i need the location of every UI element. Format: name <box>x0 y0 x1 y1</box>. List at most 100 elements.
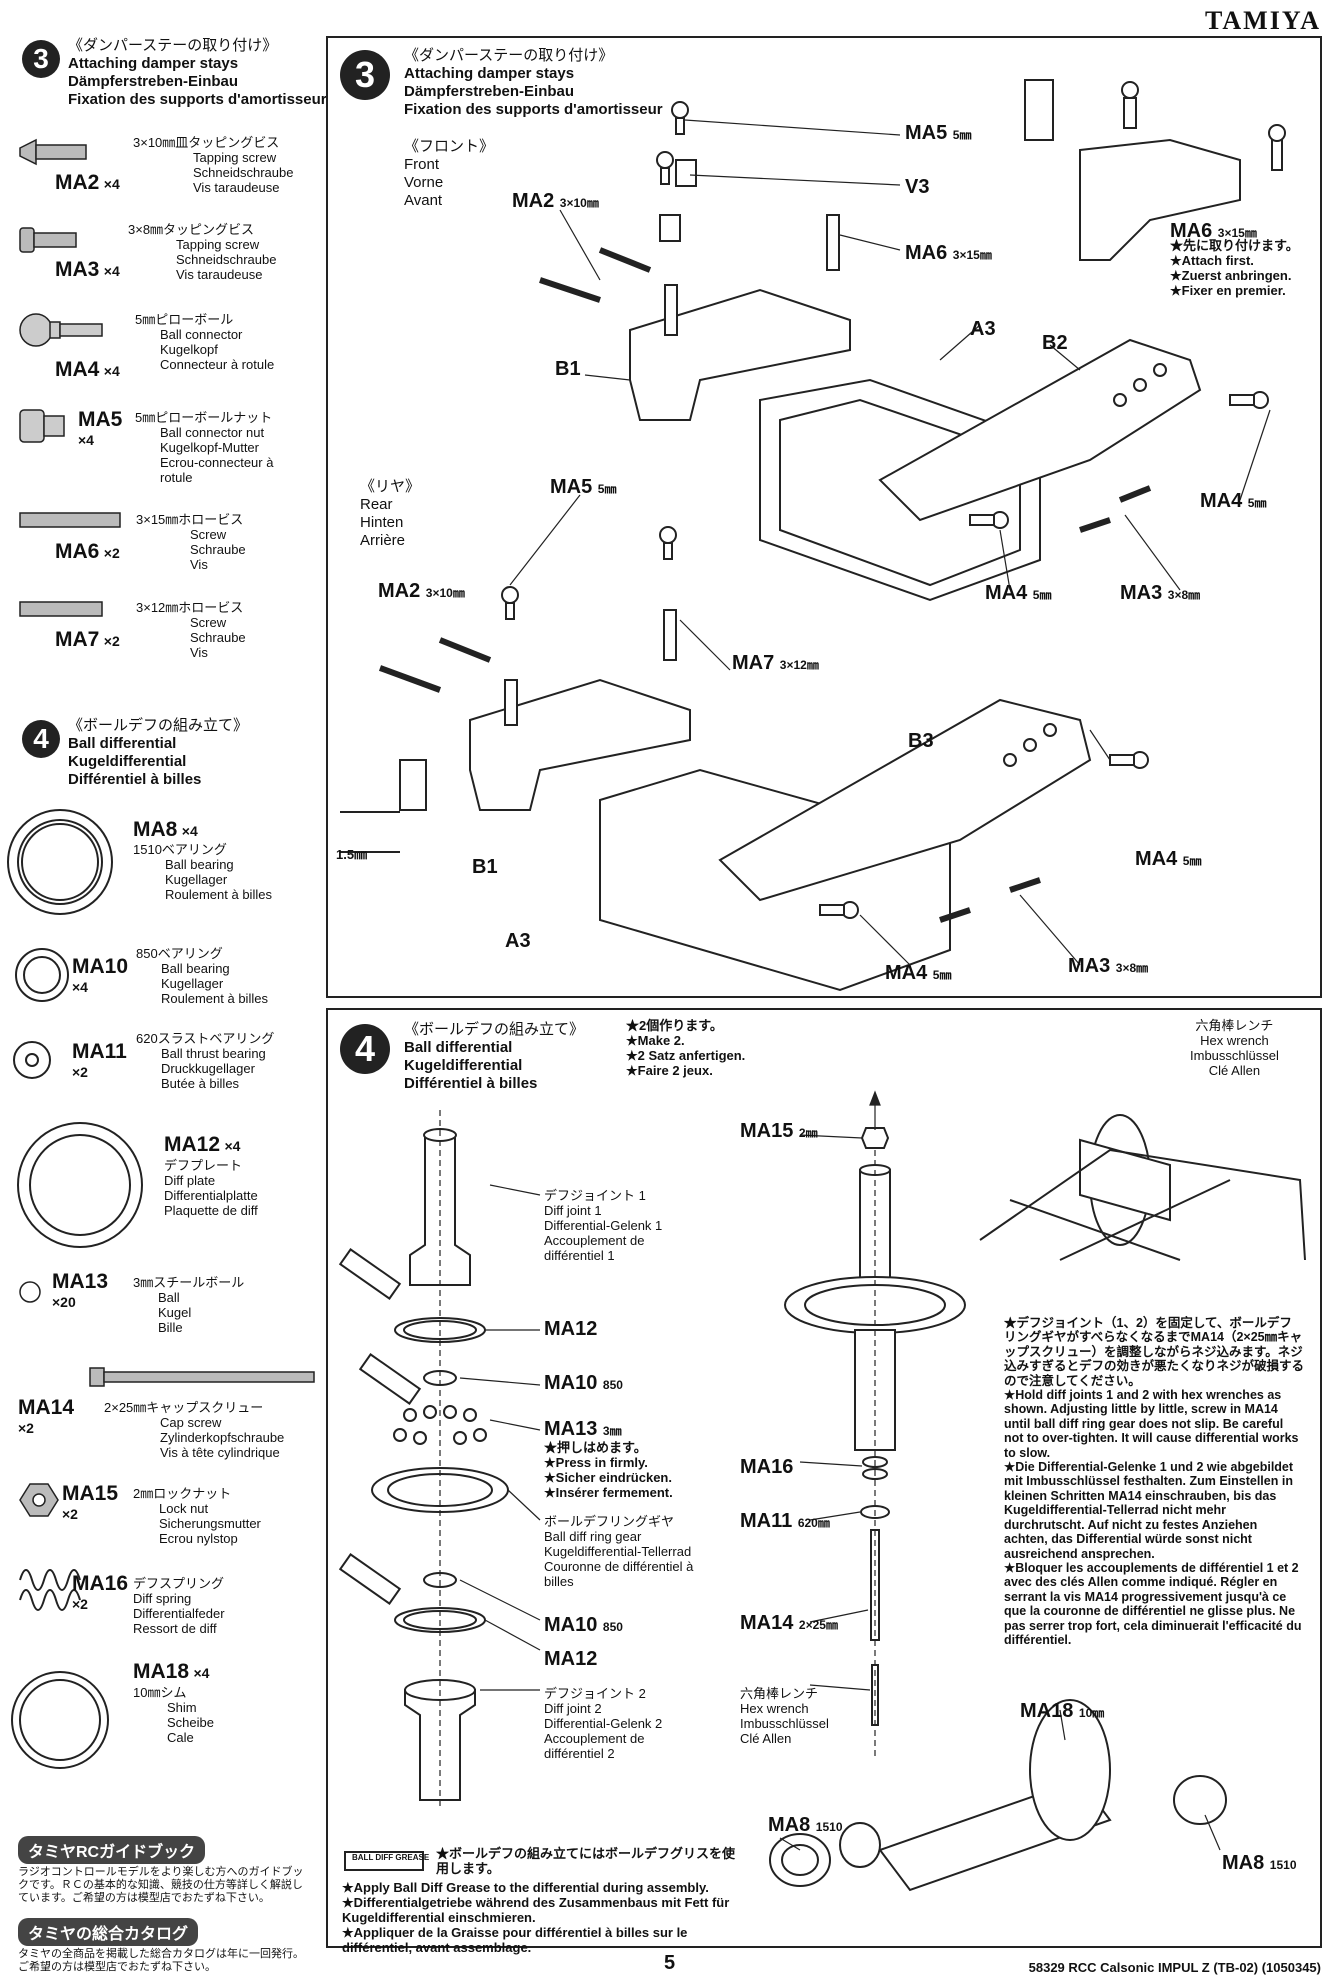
label-ma4-front-right: MA4 5㎜ <box>1200 490 1267 512</box>
label-ma12-lower: MA12 <box>544 1648 598 1670</box>
part-code-ma14: MA14×2 <box>18 1396 75 1436</box>
bearing-ma8-right <box>1173 1775 1227 1825</box>
sidebar-step4-title: 《ボールデフの組み立て》 Ball differential Kugeldiff… <box>68 717 249 788</box>
model-code: 58329 RCC Calsonic IMPUL Z (TB-02) (1050… <box>1028 1960 1321 1975</box>
part-desc-ma13: 3㎜スチールボール Ball Kugel Bille <box>133 1275 245 1335</box>
grease-tube-3 <box>338 1553 402 1605</box>
label-ma12-upper: MA12 <box>544 1318 598 1340</box>
bearing-1510-icon <box>7 809 113 915</box>
bearing-850-icon <box>15 948 69 1002</box>
step-number-badge: 4 <box>340 1024 390 1074</box>
panel3-title: 《ダンパーステーの取り付け》 Attaching damper stays Dä… <box>404 47 663 118</box>
damper-stay-b3 <box>718 698 1092 902</box>
brand-logo: TAMIYA <box>1204 6 1321 35</box>
title-en: Attaching damper stays <box>68 55 239 72</box>
part-desc-ma11: 620スラストベアリング Ball thrust bearing Druckku… <box>136 1031 275 1091</box>
label-b2: B2 <box>1042 332 1068 354</box>
step-number-badge: 3 <box>22 40 60 78</box>
rear-label: 《リヤ》 Rear Hinten Arrière <box>360 478 421 549</box>
part-code-ma4: MA4 ×4 <box>55 358 120 381</box>
diff-joint-2-label: デフジョイント 2 Diff joint 2 Differential-Gele… <box>544 1686 663 1761</box>
make-two-note: ★2個作ります。 ★Make 2. ★2 Satz anfertigen. ★F… <box>626 1018 746 1078</box>
front-damper-stay-b1 <box>629 288 851 421</box>
grease-note-translations: ★Apply Ball Diff Grease to the different… <box>342 1880 730 1955</box>
grease-tube-note <box>344 1851 424 1871</box>
diff-plate-icon <box>17 1122 143 1248</box>
label-ma4-rear: MA4 5㎜ <box>885 962 952 984</box>
label-ma14: MA14 2×25㎜ <box>740 1612 838 1634</box>
lock-nut-icon <box>19 1483 59 1517</box>
title-jp: 《ダンパーステーの取り付け》 <box>68 37 278 54</box>
part-code-ma7: MA7 ×2 <box>55 628 120 651</box>
part-desc-ma3: 3×8㎜タッピングビス Tapping screw Schneidschraub… <box>128 222 277 282</box>
part-code-ma15: MA15×2 <box>62 1482 119 1522</box>
label-ma3-front: MA3 3×8㎜ <box>1120 582 1201 604</box>
press-firmly-note: ★押しはめます。 ★Press in firmly. ★Sicher eindr… <box>544 1440 673 1500</box>
part-code-ma12: MA12 ×4 <box>164 1133 241 1156</box>
set-screw-short-icon <box>19 601 103 617</box>
label-b1-rear: B1 <box>472 856 498 878</box>
ring-gear-side <box>1029 1699 1111 1841</box>
label-ma10-upper: MA10 850 <box>544 1372 623 1394</box>
hex-wrench-label-center: 六角棒レンチ Hex wrench Imbusschlüssel Clé All… <box>740 1686 829 1746</box>
part-desc-ma8: 1510ベアリング Ball bearing Kugellager Roulem… <box>133 842 272 902</box>
sidebar-step3-title: 《ダンパーステーの取り付け》 Attaching damper stays Dä… <box>68 34 327 109</box>
label-ma10-lower: MA10 850 <box>544 1614 623 1636</box>
inset-damper-stay <box>1079 138 1241 261</box>
label-ma7: MA7 3×12㎜ <box>732 652 819 674</box>
lock-nut-ma15 <box>860 1127 890 1149</box>
label-ma2: MA2 3×10㎜ <box>512 190 599 212</box>
part-desc-ma12: デフプレート Diff plate Differentialplatte Pla… <box>164 1158 258 1218</box>
hex-wrench-right <box>979 1148 1306 1261</box>
guidebook-title: タミヤRCガイドブック <box>18 1836 206 1864</box>
label-ma6: MA6 3×15㎜ <box>905 242 992 264</box>
hex-wrench-label-top: 六角棒レンチ Hex wrench Imbusschlüssel Clé All… <box>1190 1018 1279 1078</box>
label-ma3-rear: MA3 3×8㎜ <box>1068 955 1149 977</box>
shim-ma18 <box>839 1822 881 1868</box>
step-number-badge: 4 <box>22 720 60 758</box>
guidebook-text: ラジオコントロールモデルをより楽しむ方へのガイドブックです。ＲＣの基本的な知識、… <box>18 1866 304 1904</box>
label-ma4-front: MA4 5㎜ <box>985 582 1052 604</box>
adjust-note: ★デフジョイント（1、2）を固定して、ボールデフリングギヤがすべらなくなるまでM… <box>1004 1316 1305 1647</box>
part-desc-ma6: 3×15㎜ホロービス Screw Schraube Vis <box>136 512 246 572</box>
title-fr: Fixation des supports d'amortisseur <box>68 91 327 108</box>
label-ma11: MA11 620㎜ <box>740 1510 830 1532</box>
step-number-badge: 3 <box>340 50 390 100</box>
part-code-ma2: MA2 ×4 <box>55 171 120 194</box>
part-code-ma10: MA10×4 <box>72 955 129 995</box>
damper-stay-b2 <box>878 338 1202 522</box>
label-ma4-rear-right: MA4 5㎜ <box>1135 848 1202 870</box>
rear-damper-stay-b1 <box>469 678 691 811</box>
diff-spring-icon <box>19 1569 81 1611</box>
steel-ball-icon <box>19 1281 41 1303</box>
part-desc-ma4: 5㎜ピローボール Ball connector Kugelkopf Connec… <box>135 312 275 372</box>
label-ma5: MA5 5㎜ <box>905 122 972 144</box>
label-a3: A3 <box>970 318 996 340</box>
grease-tube-label: BALL DIFF GREASE <box>352 1853 430 1862</box>
cap-screw-icon <box>89 1367 315 1387</box>
label-ma15: MA15 2㎜ <box>740 1120 818 1142</box>
part-desc-ma5: 5㎜ピローボールナット Ball connector nut Kugelkopf… <box>135 410 274 485</box>
part-code-ma8: MA8 ×4 <box>133 818 198 841</box>
part-desc-ma14: 2×25㎜キャップスクリュー Cap screw Zylinderkopfsch… <box>104 1400 285 1460</box>
label-b3: B3 <box>908 730 934 752</box>
attach-first-note: ★先に取り付けます。 ★Attach first. ★Zuerst anbrin… <box>1170 238 1299 298</box>
shim-icon <box>11 1671 109 1769</box>
part-code-ma5: MA5×4 <box>78 408 123 448</box>
label-ma16: MA16 <box>740 1456 794 1478</box>
part-desc-ma15: 2㎜ロックナット Lock nut Sicherungsmutter Ecrou… <box>133 1486 261 1546</box>
step4-panel <box>326 1008 1322 1948</box>
flat-tapping-screw-icon <box>19 138 87 166</box>
label-ma6-inset: MA6 3×15㎜ <box>1170 220 1257 242</box>
part-code-ma11: MA11×2 <box>72 1040 127 1080</box>
part-code-ma6: MA6 ×2 <box>55 540 120 563</box>
part-desc-ma10: 850ベアリング Ball bearing Kugellager Rouleme… <box>136 946 268 1006</box>
grease-tube-1 <box>338 1248 402 1300</box>
label-a3-rear: A3 <box>505 930 531 952</box>
panel4-title: 《ボールデフの組み立て》 Ball differential Kugeldiff… <box>404 1021 585 1092</box>
part-code-ma16: MA16×2 <box>72 1572 129 1612</box>
part-code-ma3: MA3 ×4 <box>55 258 120 281</box>
part-code-ma18: MA18 ×4 <box>133 1660 210 1683</box>
grease-tube-2 <box>358 1353 422 1405</box>
